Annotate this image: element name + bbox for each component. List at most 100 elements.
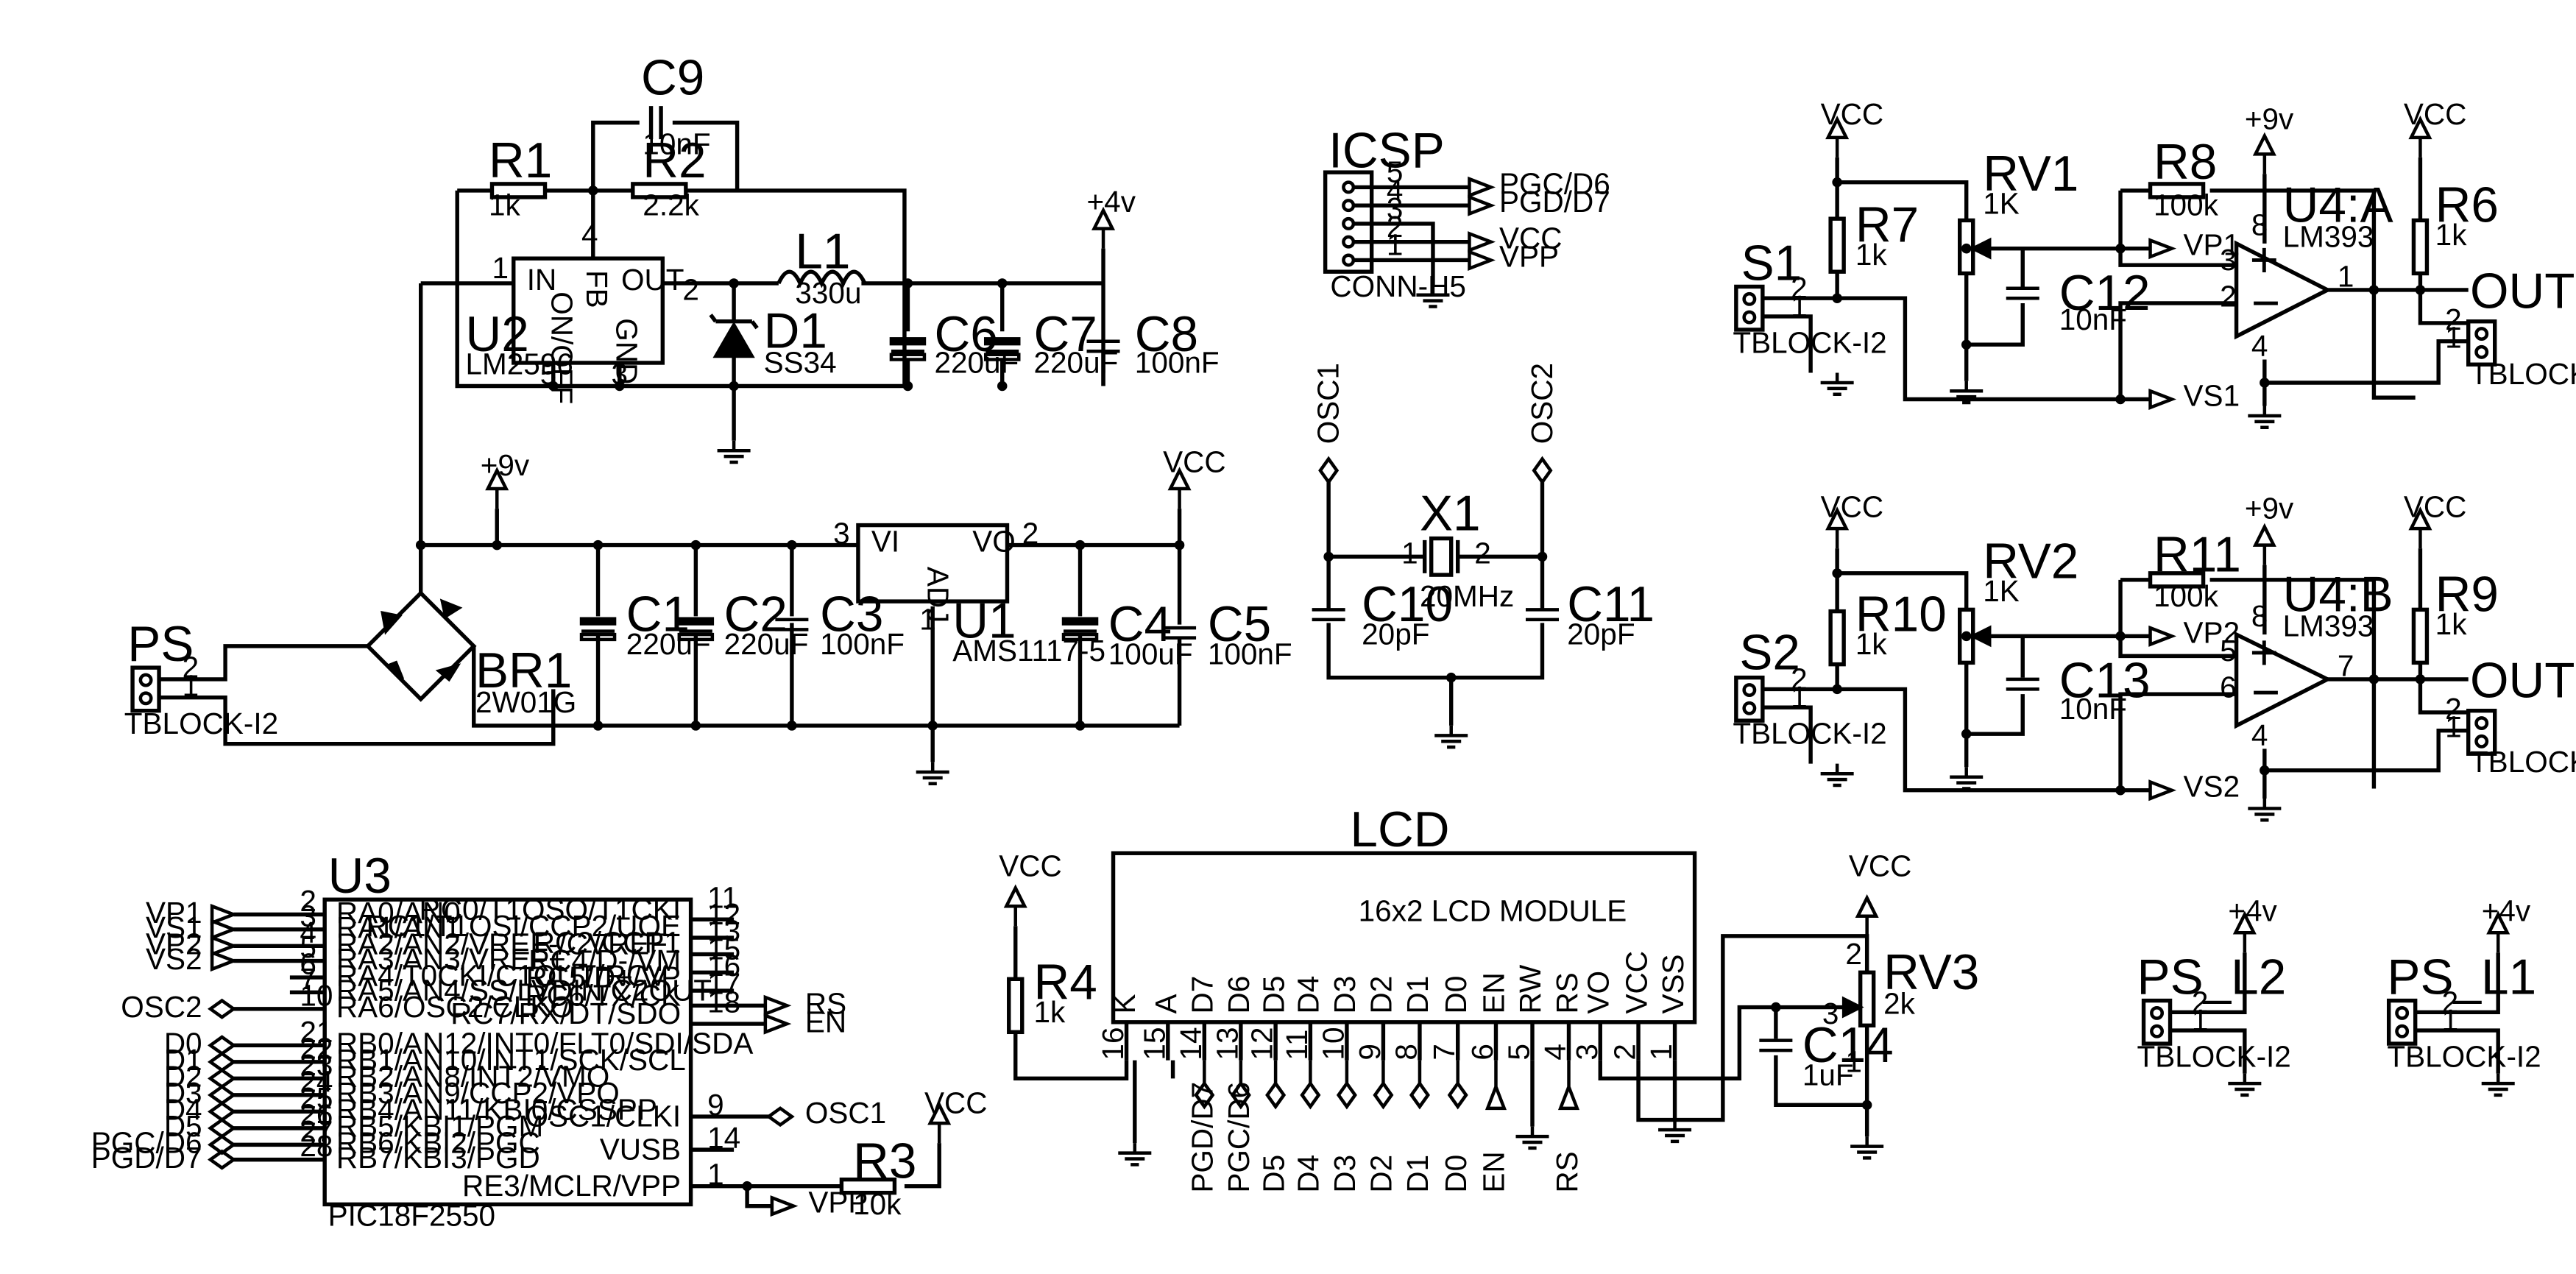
ps-part: TBLOCK-I2 [124,707,278,740]
lcd-net-label: D0 [1439,1155,1473,1193]
r8-ref: R8 [2154,135,2217,190]
pic-pin-name: RC1/T1OSI/CCP2/UOE [366,909,681,943]
svg-text:1: 1 [2338,259,2354,293]
pic-pin-number: 4 [300,916,316,949]
rv3-ref: RV3 [1883,945,1979,1000]
lcd-pin-name: D1 [1401,976,1434,1014]
u1-pin2: 2 [1022,516,1039,550]
plus9v-label-u4b: +9v [2245,492,2294,525]
svg-text:2: 2 [2445,692,2462,726]
pic-pin-number: 10 [300,978,333,1012]
osc1-net-label: OSC1 [1312,363,1345,444]
svg-text:1: 1 [2445,710,2462,744]
d1-part: SS34 [764,345,837,379]
svg-text:1: 1 [2442,1003,2459,1037]
pic-pin-name: RC5/D+/VP [526,960,681,994]
icsp-net-pgd: PGD/D7 [1499,185,1610,219]
x1-value: 20MHz [1420,579,1514,613]
pic-net-label: VS2 [146,942,202,976]
pic-pin-name: RE3/MCLR/VPP [462,1169,681,1203]
bidir-port [207,1084,237,1105]
u4b-ref: U4:B [2283,567,2393,623]
pic-pin-name: RA4/T0CKI/C1OUT/RCV [336,958,668,992]
pic-net-label: OSC2 [121,990,202,1024]
vpp-net-label: VPP [808,1186,868,1220]
vp2-net-label: VP2 [2184,615,2240,649]
c2-ref: C2 [724,587,788,643]
r9-ref: R9 [2435,567,2499,623]
pic-pin-number: 2 [300,884,316,918]
pic-pin-number: 12 [707,897,740,931]
bidir-port [207,1051,237,1072]
u1-pin3: 3 [833,516,850,550]
lcd-pin: RW 5 [1501,964,1547,1061]
rs-net-label: RS [805,987,846,1021]
c4-ref: C4 [1108,597,1172,652]
pic-net-label: PGC/D6 [91,1126,202,1160]
lcd-pins: K16A15D714PGD/D7D613PGC/D6D512D5D411D4D3… [1096,951,1690,1193]
bidir-port [207,1134,237,1156]
lcd-part: 16x2 LCD MODULE [1359,894,1627,928]
lcd-pin-number: 16 [1096,1027,1130,1061]
c11-ref: C11 [1567,577,1655,632]
pic-pin-name: RB7/KBI3/PGD [336,1141,540,1175]
lm2596-body [512,256,665,365]
lcd-pin-number: 8 [1389,1044,1423,1061]
icsp-connector-section: ICSP CONN-H5 5 4 3 2 1 PGC/D6 PGD/D7 VCC… [1323,123,1610,306]
inductor-l1 [776,269,867,289]
pic-pin-name: RB2/AN8/INT2/VMO [336,1060,609,1094]
c8-ref: C8 [1135,307,1198,362]
r8-value: 100k [2154,188,2219,222]
ps-l1-ref: PS_L1 [2387,950,2536,1005]
lcd-pin-name: EN [1477,972,1511,1013]
c13-value: 10nF [2059,692,2127,726]
lcd-pin-number: 13 [1210,1027,1244,1061]
pic-pin-name: RB6/KBI2/PGC [336,1126,540,1160]
u4b-part: LM393 [2283,609,2374,643]
c6-value: 220uF [934,345,1019,379]
u1-adj-label: ADJ [921,567,955,623]
plus4v-label-l1: +4v [2482,894,2531,928]
lcd-module-body [1111,851,1697,1024]
lcd-pin-name: RW [1513,964,1547,1014]
bidir-port [207,1068,237,1089]
lcd-pin-number: 5 [1501,1044,1535,1061]
rv2-ref: RV2 [1983,534,2078,590]
u1-part: AMS1117-5 [952,634,1105,668]
r11-value: 100k [2154,579,2219,613]
pic-pin-number: 3 [300,899,316,933]
rv1-value: 1K [1983,186,2020,220]
svg-text:3: 3 [2220,243,2237,277]
s2-ref: S2 [1739,625,1800,680]
plus4v-label: +4v [1087,185,1136,219]
lcd-pin-number: 11 [1280,1030,1314,1061]
out2-ref: OUT2 [2470,654,2576,709]
pic-pin-name: RA5/AN4/SS/LVDIN/C2OUT [336,974,712,1008]
c8-value: 100nF [1135,345,1220,379]
osc1-net-label-pic: OSC1 [805,1096,886,1130]
lcd-pin-number: 3 [1570,1044,1604,1061]
vcc-label-r3: VCC [924,1086,988,1120]
lcd-pin-name: VCC [1619,951,1653,1014]
plus4v-label-l2: +4v [2228,894,2277,928]
r10-value: 1k [1855,627,1888,661]
u2-ref: U2 [465,307,528,362]
lcd-pin-name: D6 [1222,976,1256,1014]
pic-pin-number: 11 [707,881,738,915]
c6-ref: C6 [934,307,997,362]
icsp-net-vpp: VPP [1499,239,1559,273]
lcd-pin-name: D4 [1292,976,1326,1014]
vcc-label-rv3: VCC [1849,849,1912,883]
s1-part: TBLOCK-I2 [1733,325,1886,359]
